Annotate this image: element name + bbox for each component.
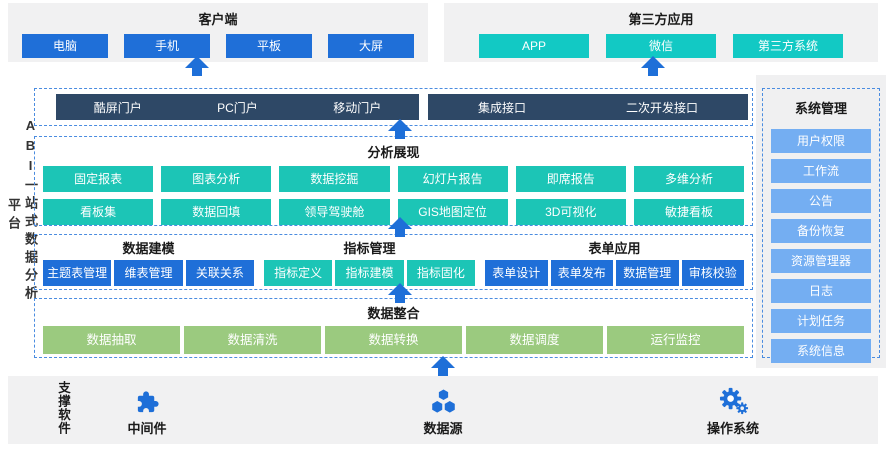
metrics-row: 指标定义指标建模指标固化 [264,260,475,286]
system-management-section: 系统管理 用户权限工作流公告备份恢复资源管理器日志计划任务系统信息 [762,88,880,363]
analysis-block: 幻灯片报告 [397,166,508,192]
system-management-block: 备份恢复 [771,219,871,243]
metrics-block: 指标固化 [406,260,475,286]
metrics-block: 指标定义 [264,260,333,286]
data-modeling-block: 主题表管理 [43,260,112,286]
forms-block: 数据管理 [616,260,679,286]
integration-block: 数据抽取 [43,326,180,354]
analysis-title: 分析展现 [367,145,420,160]
portal-item: 移动门户 [333,100,382,115]
forms-row: 表单设计表单发布数据管理审核校验 [485,260,744,286]
forms-title: 表单应用 [588,241,641,256]
gears-icon [717,385,750,415]
client-panel-title: 客户端 [198,12,238,27]
forms-block: 表单发布 [550,260,613,286]
client-block: 大屏 [328,34,414,58]
client-block: 手机 [124,34,210,58]
analysis-block: 即席报告 [515,166,626,192]
integration-row: 数据抽取数据清洗数据转换数据调度运行监控 [43,326,744,354]
integration-block: 数据转换 [325,326,462,354]
data-modeling-title: 数据建模 [122,241,175,256]
datasource-item: 数据源 [401,385,485,437]
analysis-section: 分析展现 固定报表图表分析数据挖掘幻灯片报告即席报告多维分析 看板集数据回填领导… [34,136,753,226]
system-management-title: 系统管理 [794,101,847,116]
interface-item: 集成接口 [477,100,526,115]
up-arrow-icon [185,56,209,76]
analysis-block: 数据回填 [161,199,272,225]
portal-bar: 酷屏门户 PC门户 移动门户 [56,94,419,120]
system-management-block: 资源管理器 [771,249,871,273]
up-arrow-icon [388,217,412,237]
third-party-block: 第三方系统 [733,34,843,58]
integration-block: 数据清洗 [184,326,321,354]
analysis-block: 3D可视化 [515,199,626,225]
up-arrow-icon [641,56,665,76]
system-management-block: 计划任务 [771,309,871,333]
interface-item: 二次开发接口 [625,100,698,115]
support-label: 支撑软件 [56,381,70,435]
middleware-item: 中间件 [105,385,189,437]
system-management-block: 日志 [771,279,871,303]
up-arrow-icon [388,283,412,303]
portal-item: 酷屏门户 [93,100,142,115]
data-modeling-group: 数据建模 主题表管理维表管理关联关系 [43,238,254,289]
analysis-block: 固定报表 [43,166,154,192]
datasource-label: 数据源 [423,421,463,436]
data-modeling-row: 主题表管理维表管理关联关系 [43,260,254,286]
data-modeling-block: 维表管理 [114,260,183,286]
third-party-block: APP [479,34,589,58]
system-management-list: 用户权限工作流公告备份恢复资源管理器日志计划任务系统信息 [763,129,879,363]
client-block: 平板 [226,34,312,58]
third-party-panel-title: 第三方应用 [628,12,694,27]
client-button-row: 电脑手机平板大屏 [22,34,414,58]
system-management-block: 工作流 [771,159,871,183]
interface-bar: 集成接口 二次开发接口 [428,94,748,120]
integration-block: 数据调度 [466,326,603,354]
client-block: 电脑 [22,34,108,58]
analysis-block: 数据挖掘 [279,166,390,192]
forms-group: 表单应用 表单设计表单发布数据管理审核校验 [485,238,744,289]
analysis-block: 敏捷看板 [633,199,745,225]
third-party-panel: 第三方应用 APP 微信第三方系统 [444,3,878,62]
analysis-block: 多维分析 [633,166,745,192]
third-party-block: 微信 [606,34,716,58]
up-arrow-icon [431,356,455,376]
metrics-block: 指标建模 [335,260,404,286]
system-management-block: 公告 [771,189,871,213]
metrics-title: 指标管理 [343,241,396,256]
analysis-block: 领导驾驶舱 [279,199,390,225]
portal-item: PC门户 [217,100,258,115]
system-management-block: 用户权限 [771,129,871,153]
platform-label-suffix: 平台 [6,198,21,234]
puzzle-icon [134,385,161,415]
middleware-label: 中间件 [127,421,167,436]
forms-block: 审核校验 [681,260,744,286]
modeling-section: 数据建模 主题表管理维表管理关联关系 指标管理 指标定义指标建模指标固化 表单应… [34,234,753,290]
data-modeling-block: 关联关系 [185,260,254,286]
integration-block: 运行监控 [607,326,744,354]
analysis-block: 看板集 [43,199,154,225]
up-arrow-icon [388,119,412,139]
hexagons-icon [429,385,458,415]
analysis-row-1: 固定报表图表分析数据挖掘幻灯片报告即席报告多维分析 [43,166,745,192]
analysis-row-2: 看板集数据回填领导驾驶舱 GIS地图定位 3D可视化敏捷看板 [43,199,745,225]
client-panel: 客户端 电脑手机平板大屏 [8,3,428,62]
system-management-block: 系统信息 [771,339,871,363]
metrics-group: 指标管理 指标定义指标建模指标固化 [264,238,475,289]
os-item: 操作系统 [691,385,775,437]
forms-block: 表单设计 [485,260,548,286]
analysis-block: GIS地图定位 [397,199,508,225]
os-label: 操作系统 [706,421,759,436]
integration-section: 数据整合 数据抽取数据清洗数据转换数据调度运行监控 [34,298,753,358]
third-party-button-row: APP 微信第三方系统 [479,34,843,58]
analysis-block: 图表分析 [161,166,272,192]
integration-title: 数据整合 [367,306,420,321]
